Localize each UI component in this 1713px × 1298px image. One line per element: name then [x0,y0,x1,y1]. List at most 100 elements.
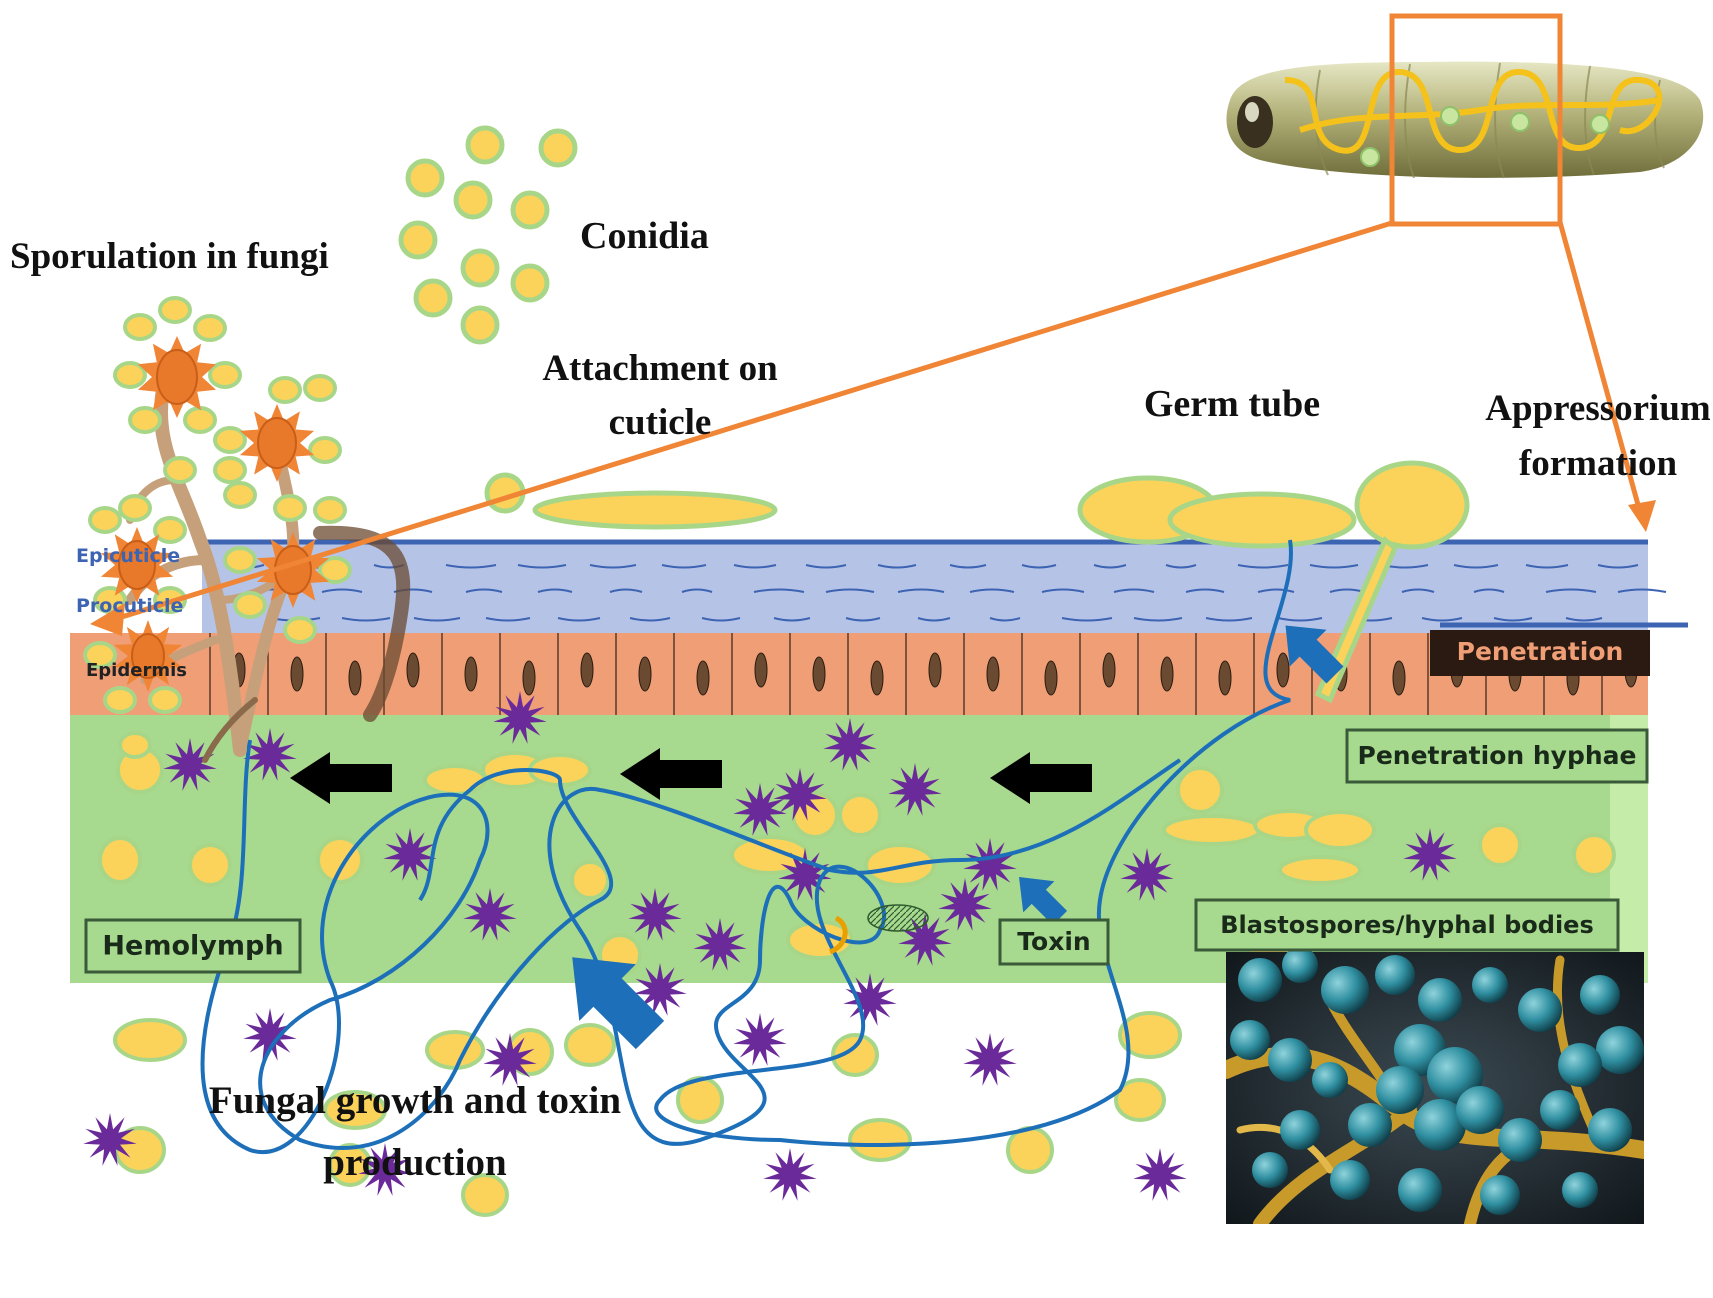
micrograph-spore [1498,1118,1542,1162]
blastospore [838,793,882,837]
halo-conidium [118,731,152,759]
halo-conidium [268,376,302,404]
cuticle-fiber [321,588,363,593]
blastospore [1176,766,1224,814]
cuticle-fiber [1309,564,1359,569]
conidium [465,125,505,165]
blastospore [564,1023,616,1067]
toxin-star [463,888,517,941]
blastospore [461,1173,509,1217]
cuticle-fiber [485,617,531,622]
cuticle-fiber [753,588,805,593]
cell-nucleus [1276,652,1290,688]
micrograph-spore [1558,1043,1602,1087]
cell-nucleus [1160,656,1174,692]
zoom-pointer-lines [90,219,1656,636]
cuticle-fiber [445,564,497,569]
halo-conidium [303,374,337,402]
micrograph-spore [1238,958,1282,1002]
cell-nucleus [290,656,304,692]
label-conidia: Conidia [580,215,709,257]
micrograph-spore [1348,1103,1392,1147]
label-attachment-line1: Attachment on [542,348,778,389]
cuticle-fiber [969,588,1015,593]
cell-nucleus [870,660,884,696]
blastospore [1304,810,1376,850]
label-fungal-growth-line2: production [323,1141,507,1184]
sporangium [118,540,156,590]
cuticle-fiber [1061,617,1113,622]
conidium [510,263,550,303]
cuticle-fiber [917,617,951,622]
cell-nucleus [638,656,652,692]
halo-conidium [113,361,147,389]
blastospore [98,836,142,884]
flow-arrow [990,752,1092,804]
halo-conidium [88,506,122,534]
blastospores-cloud [83,691,1616,1217]
label-blastospores: Blastospores/hyphal bodies [1220,911,1594,939]
micrograph-spore [1540,1090,1580,1130]
blastospores-box: Blastospores/hyphal bodies [1194,898,1620,952]
micrograph-spore [1414,1099,1466,1151]
label-penetration-hyphae: Penetration hyphae [1358,741,1637,770]
cell-nucleus [406,652,420,688]
cuticle-fiber [465,588,503,593]
micrograph-spore [1580,975,1620,1015]
blastospore [1478,823,1522,867]
micrograph-spore [1230,1020,1270,1060]
toxin-star [483,1033,537,1086]
toxin-star [628,888,682,941]
cuticle-fiber [1453,564,1499,569]
cuticle-fiber [989,617,1021,622]
cuticle-fiber [1185,588,1225,593]
cuticle-fiber [1597,564,1639,569]
toxin-box: Toxin [998,918,1110,966]
cuticle-fiber [1257,588,1295,593]
halo-conidium [183,406,217,434]
penetration-tag: Penetration [1430,630,1650,676]
cuticle-fiber [681,588,713,593]
micrograph-spore [1456,1086,1504,1134]
micrograph-spore [1312,1062,1348,1098]
blastospore [316,836,364,884]
halo-conidium [318,556,352,584]
halo-conidium [233,591,267,619]
label-epidermis: Epidermis [86,660,187,681]
cuticle-fiber [1093,564,1127,569]
toxin-star [763,1148,817,1201]
cuticle-fiber [1277,617,1323,622]
cuticle-fiber [629,617,671,622]
fungal-hyphae-network [200,539,1293,1155]
blastospore [425,1030,485,1070]
cell-nucleus [1044,660,1058,696]
halo-conidium [193,314,227,342]
cuticle-layer [90,539,1688,635]
halo-conidium [213,456,247,484]
cuticle-fiber [845,617,881,622]
blastospore [1006,1126,1054,1174]
cuticle-fiber [805,564,847,569]
cuticle-fiber [341,617,391,622]
micrograph-spore [1480,1175,1520,1215]
cell-nucleus [928,652,942,688]
micrograph-spore [1330,1160,1370,1200]
hatched-lesion [867,904,929,932]
halo-conidium [223,481,257,509]
cuticle-fiber [1493,617,1533,622]
toxin-star [163,738,217,791]
toxin-star [938,878,992,931]
toxin-star [843,973,897,1026]
germ-tube-spores [1077,460,1470,704]
label-sporulation: Sporulation in fungi [10,236,329,277]
cell-nucleus [1218,660,1232,696]
blastospore [570,860,610,900]
conidium [538,128,578,168]
cuticle-fiber [537,588,573,593]
micrograph-spore [1268,1038,1312,1082]
toxin-star [898,913,952,966]
blastospore [1114,1078,1166,1122]
halo-conidium [153,516,187,544]
halo-conidium [223,546,257,574]
penetration-hyphae-box: Penetration hyphae [1345,728,1649,784]
